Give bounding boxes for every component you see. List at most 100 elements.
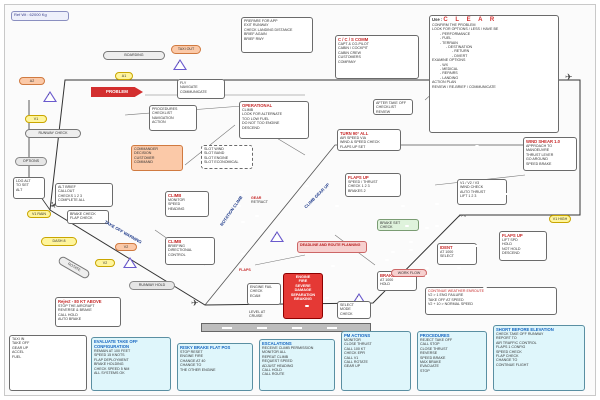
clear-line: LOOK FOR OPTIONS / LESS / HAVE BE (432, 27, 499, 32)
pill-runway-check-text: RUNWAY CHECK (38, 131, 68, 135)
engine-fail-box: ENGINE FAIL CHECK ECAM (247, 283, 281, 305)
bottom-box-line: STOP RESET (180, 350, 203, 354)
wind-shear-line: SPEED BRAKE (526, 161, 552, 166)
engine-fail-line: ECAM (250, 293, 261, 298)
bottom-box-line: REQUEST SPEED (262, 359, 293, 364)
continue-weather-line: TAKE OFF AT SPEED (428, 297, 464, 302)
bottom-box-line: MONITOR ALL (262, 350, 287, 355)
bottom-left-line: TAKE OFF (12, 341, 30, 346)
after-take-off-box: AFTER TAKE OFF CHECKLIST REVIEW (373, 99, 413, 115)
bottom-box-line: AIR TRAFFIC CONTROL (496, 340, 537, 345)
bottom-box-line: SPEED 15 KNOTS (94, 353, 125, 358)
flaps-up-line: CHECK 1 2 3 (348, 184, 370, 189)
fps-text: FPS (459, 214, 466, 218)
pill-options: OPTIONS (15, 157, 47, 166)
prepare-approach-line: BRIEF RWY (244, 36, 264, 41)
spacer (335, 205, 339, 207)
pill-v2-text: V2 (123, 245, 129, 249)
bottom-box-line: MAX BRAKE (420, 360, 441, 365)
airplane-icon: ✈ (565, 72, 573, 82)
bottom-box-risky: RISKY BRAKE FLAT POS STOP RESET ENGINE F… (177, 343, 253, 391)
bottom-box-line: CHANGE TO (180, 363, 202, 368)
bottom-box-procedures: PROCEDURES REJECT TAKE OFF CALL STOP CLO… (417, 331, 487, 391)
prepare-approach-line: EXIT RUNWAY (244, 23, 269, 28)
pill-v1-rain-text: V1 RAIN (32, 212, 46, 216)
alt-brief-box: ALT BRIEF CALLOUT CHECKS 1 2 3 COMPLETE … (55, 183, 113, 207)
climb-briefing-box: CLIMB BRIEFING DIRECTIONAL CONTROL (165, 237, 215, 265)
turn-90-title: TURN 90° ALL (340, 131, 369, 136)
bottom-box-line: CALL V1 (344, 355, 359, 360)
spacer (305, 305, 309, 307)
flaps-up-title: FLAPS UP (348, 175, 369, 180)
clear-line: - REPAIRS (440, 71, 458, 76)
bottom-box-pm-actions: PM ACTIONS MONITOR CLOSE THRUST CALL 100… (341, 331, 411, 391)
bottom-box-line: ENGINE FIRE (180, 354, 203, 359)
bottom-box-line: CONTINUE FLIGHT (496, 362, 529, 367)
engine-fire-line: ENGINE (295, 275, 311, 279)
level-box: LEVEL AT CRUISE (247, 309, 281, 319)
reject-80kt-line: REVERSE & BRAKE (58, 308, 92, 313)
wind-shear-line: APPROACH TO (526, 144, 553, 148)
bottom-box-line: BRAKE HOLDING (94, 362, 124, 367)
bottom-box-line: CALL STOP (420, 342, 440, 347)
spacer (425, 227, 429, 229)
clear-prefix: Use : (432, 17, 443, 22)
select-mode-line: SELECT (340, 303, 354, 307)
wind-shear-line: MANOEUVRE (526, 148, 550, 153)
bottom-box-title: ESCALATIONS (262, 341, 292, 346)
runway-stripe (222, 327, 232, 329)
slot-line: SLOT WIND (204, 147, 224, 151)
ident-line: SELECT (440, 254, 454, 259)
bottom-box-line: SPEED CHECK (496, 349, 522, 354)
brake-set-line: BRAKE SET (380, 221, 401, 225)
turn-90-line: FLAPS UP SET (340, 144, 366, 149)
engine-fire-line: SEVERE (295, 283, 311, 288)
ldg-alt-line: TO SET (16, 183, 29, 188)
ccs-comm-line: CAPT & CO-PILOT (338, 42, 369, 46)
engine-fire-line: FIRE (298, 279, 308, 284)
spacer (405, 225, 409, 227)
commander-line: COMMANDER (134, 147, 158, 151)
bottom-box-line: CHECK SPEED 5 NM (94, 366, 130, 371)
slot-box: SLOT WIND SLOT BAND SLOT ENGINE SLOT ECO… (201, 145, 253, 169)
bottom-box-line: EVACUATE (420, 364, 439, 369)
after-take-off-line: REVIEW (376, 109, 391, 114)
bottom-box-line: REMAIN AT 100 FEET (94, 349, 131, 353)
pill-v1-high: V1 HIGH (549, 215, 571, 223)
procedures-line: CHECKLIST (152, 111, 173, 116)
wind-shear-title: WIND SHEAR 1.0 (526, 139, 560, 144)
clear-letters: C L E A R (443, 17, 498, 23)
operational-line: TOO LOW FUEL (242, 116, 270, 121)
spacer (409, 241, 413, 243)
climb-monitor-box: CLIMB MONITOR SPEED HEADING (165, 191, 209, 217)
bottom-box-line: FLAP DEPLOYMENT (94, 357, 129, 362)
operational-line: DO NOT TOO ENGINE (242, 121, 280, 126)
speed-check-line: V1 / V2 / V3 (460, 181, 480, 185)
gear-title: GEAR (251, 196, 262, 200)
ident-title: IDENT (440, 245, 453, 250)
bottom-left-line: GEAR UP (12, 345, 29, 350)
continue-weather-line: CONTINUE WEATHER ENROUTE (428, 289, 485, 293)
pill-v2-low-text: V2 (102, 261, 108, 265)
spacer (475, 145, 479, 147)
procedures-line: ACTION (152, 120, 166, 125)
bottom-box-title: RISKY BRAKE FLAT POS (180, 345, 231, 350)
bottom-box-line: CALL HOLD (262, 368, 282, 373)
continue-weather-box: CONTINUE WEATHER ENROUTE V2 > 1 ENG FAIL… (425, 287, 557, 315)
spacer (239, 191, 243, 193)
bottom-box-line: SPEED BRAKE (420, 355, 446, 360)
engine-fire-line: SEPARATION (290, 292, 316, 297)
slot-line: SLOT ECONOMICAL (204, 160, 239, 165)
procedures-box: PROCEDURES CHECKLIST NAVIGATION ACTION (149, 105, 197, 131)
clear-line: ACTION PLAN (432, 80, 456, 85)
clear-line: - WX (440, 62, 448, 67)
pill-v2-low: V2 (95, 259, 115, 267)
clear-heading: Use : C L E A R (432, 17, 556, 23)
ccs-comm-line: CUSTOMERS (338, 55, 361, 60)
climb-briefing-line: DIRECTIONAL (168, 248, 193, 253)
spacer (445, 305, 449, 307)
problem-arrow-text: PROBLEM (106, 89, 128, 94)
turn-90-line: WIND & SPEED CHECK (340, 140, 380, 145)
bottom-box-line: REPEAT CLIMB (262, 354, 289, 359)
spacer (425, 275, 429, 277)
